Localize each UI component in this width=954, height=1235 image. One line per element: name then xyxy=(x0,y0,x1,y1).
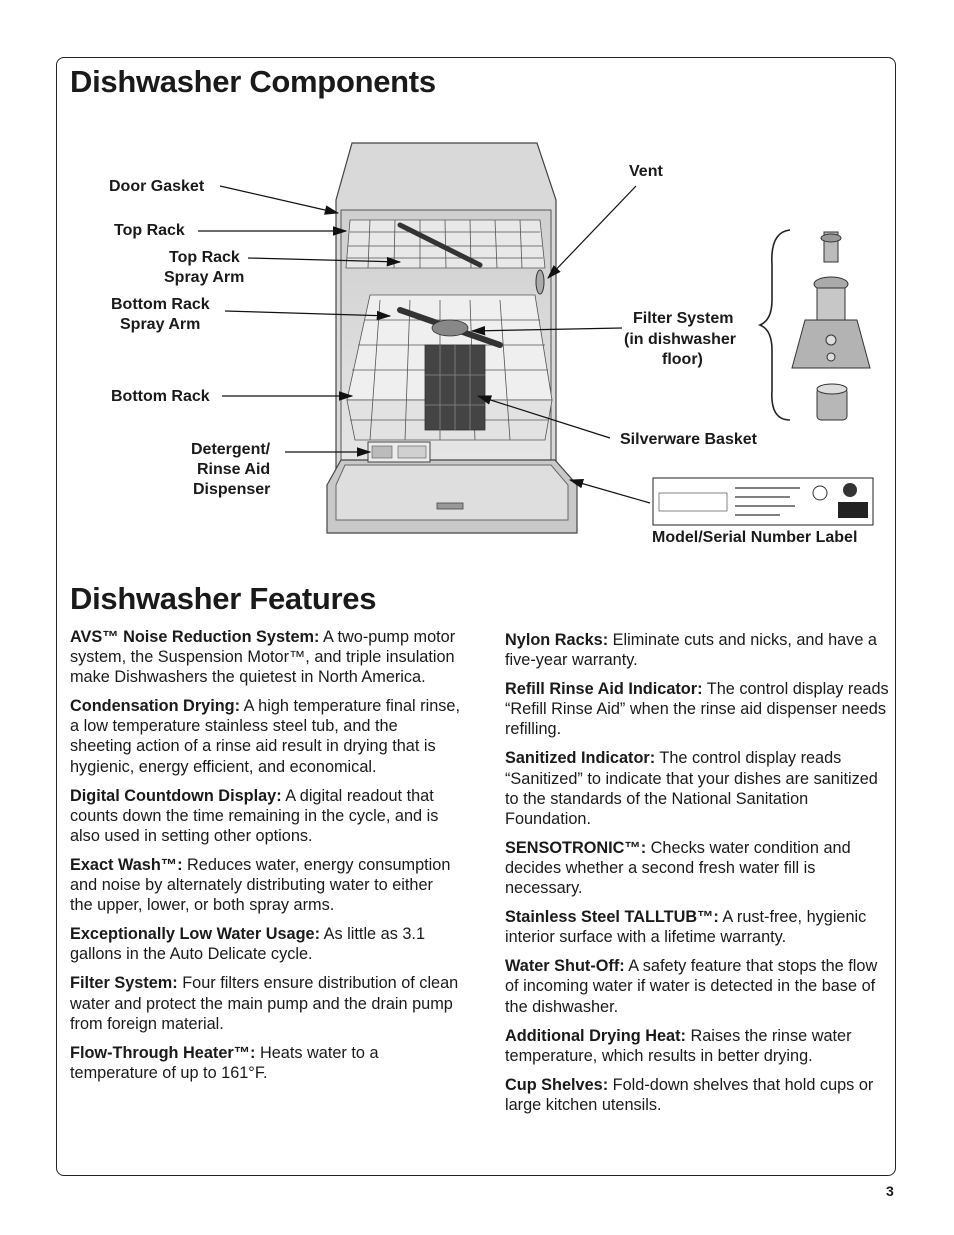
feature-item: Additional Drying Heat: Raises the rinse… xyxy=(505,1026,852,1065)
feature-item: Cup Shelves: Fold-down shelves that hold… xyxy=(505,1075,874,1114)
page-frame xyxy=(56,57,896,1176)
feature-item: Digital Countdown Display: A digital rea… xyxy=(70,786,439,845)
features-title: Dishwasher Features xyxy=(70,581,377,616)
label-model-serial: Model/Serial Number Label xyxy=(652,529,858,546)
leader-lines xyxy=(198,185,651,504)
label-bottom-rack-spray-arm-line2: Spray Arm xyxy=(120,316,201,333)
label-filter-line3: floor) xyxy=(662,351,703,368)
label-vent: Vent xyxy=(629,163,663,180)
feature-item: Exact Wash™: Reduces water, energy consu… xyxy=(70,855,451,915)
label-detergent-line2: Rinse Aid xyxy=(197,461,271,478)
label-top-rack: Top Rack xyxy=(114,222,185,239)
feature-item: SENSOTRONIC™: Checks water condition and… xyxy=(505,838,851,898)
silverware-basket xyxy=(424,344,486,431)
feature-item: Filter System: Four filters ensure distr… xyxy=(70,974,459,1033)
feature-item: Water Shut-Off: A safety feature that st… xyxy=(505,957,878,1016)
filter-system-illustration xyxy=(757,229,871,421)
feature-item: Condensation Drying: A high temperature … xyxy=(70,697,460,776)
label-top-rack-spray-arm-line2: Spray Arm xyxy=(164,269,245,286)
features-left-column: AVS™ Noise Reduction System: A two-pump … xyxy=(70,627,460,1092)
model-serial-label-image xyxy=(652,477,874,526)
label-top-rack-spray-arm-line1: Top Rack xyxy=(169,249,240,266)
feature-item: Nylon Racks: Eliminate cuts and nicks, a… xyxy=(505,631,877,670)
label-filter-line1: Filter System xyxy=(633,310,734,327)
feature-item: Exceptionally Low Water Usage: As little… xyxy=(70,925,425,964)
feature-item: Sanitized Indicator: The control display… xyxy=(505,749,878,828)
feature-item: Stainless Steel TALLTUB™: A rust-free, h… xyxy=(505,908,867,947)
page-number: 3 xyxy=(886,1183,894,1199)
label-filter-line2: (in dishwasher xyxy=(624,331,737,348)
label-detergent-line1: Detergent/ xyxy=(191,441,271,458)
feature-item: Refill Rinse Aid Indicator: The control … xyxy=(505,680,889,739)
label-bottom-rack: Bottom Rack xyxy=(111,388,210,405)
label-silverware-basket: Silverware Basket xyxy=(620,431,757,448)
label-door-gasket: Door Gasket xyxy=(109,178,205,195)
components-title: Dishwasher Components xyxy=(70,64,436,99)
label-detergent-line3: Dispenser xyxy=(193,481,271,498)
feature-item: AVS™ Noise Reduction System: A two-pump … xyxy=(70,628,456,687)
dishwasher-diagram xyxy=(198,142,874,534)
features-right-column: Nylon Racks: Eliminate cuts and nicks, a… xyxy=(505,630,890,1124)
label-bottom-rack-spray-arm-line1: Bottom Rack xyxy=(111,296,210,313)
feature-item: Flow-Through Heater™: Heats water to a t… xyxy=(70,1043,379,1082)
